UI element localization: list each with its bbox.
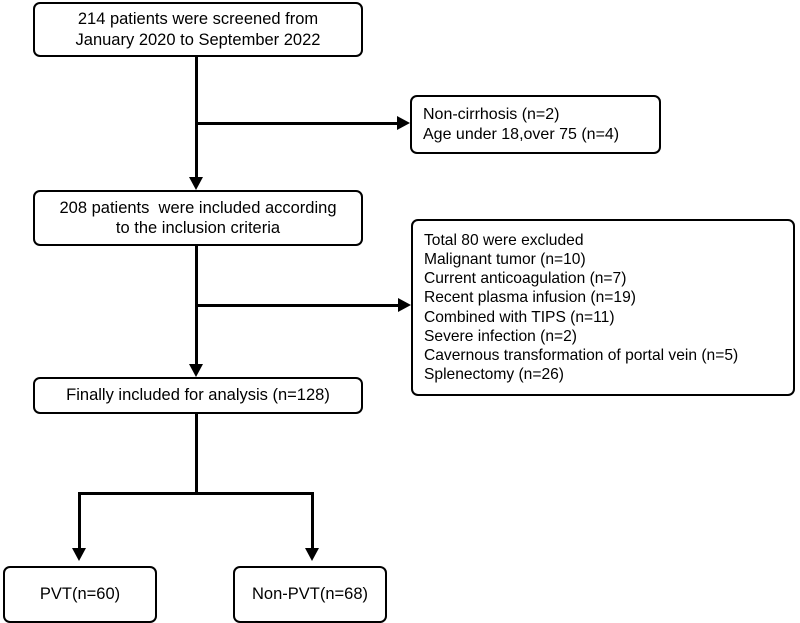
connector-included-to-final [195, 246, 198, 370]
node-excluded-line-1: Total 80 were excluded [424, 232, 584, 250]
node-included-line-1: 208 patients were included according [59, 198, 337, 217]
node-nonpvt-group: Non-PVT(n=68) [233, 566, 387, 623]
node-final-analysis-line-1: Finally included for analysis (n=128) [66, 386, 330, 405]
node-noncirrhosis-line-1: Non-cirrhosis (n=2) [423, 105, 560, 123]
connector-split-to-nonpvt [311, 492, 314, 552]
arrowhead-down-to-included [189, 177, 203, 190]
arrowhead-down-to-pvt [72, 548, 86, 561]
node-excluded-line-3: Current anticoagulation (n=7) [424, 270, 627, 288]
node-screened-line-2: January 2020 to September 2022 [75, 30, 321, 49]
connector-screened-to-noncirrhosis [195, 122, 398, 125]
node-included: 208 patients were included according to … [33, 190, 363, 246]
node-noncirrhosis-excluded: Non-cirrhosis (n=2) Age under 18,over 75… [410, 95, 661, 154]
connector-included-to-excluded [195, 304, 399, 307]
arrowhead-down-to-nonpvt [305, 548, 319, 561]
connector-split-to-pvt [78, 492, 81, 552]
node-final-analysis: Finally included for analysis (n=128) [33, 377, 363, 414]
node-excluded-line-8: Splenectomy (n=26) [424, 365, 564, 383]
connector-split-horizontal [78, 492, 314, 495]
node-excluded-line-5: Combined with TIPS (n=11) [424, 308, 615, 326]
node-pvt-group-line-1: PVT(n=60) [39, 585, 121, 604]
node-pvt-group: PVT(n=60) [3, 566, 157, 623]
node-nonpvt-group-line-1: Non-PVT(n=68) [251, 585, 368, 604]
arrowhead-right-to-noncirrhosis [397, 116, 410, 130]
connector-final-trunk [195, 414, 198, 495]
node-excluded-line-6: Severe infection (n=2) [424, 327, 577, 345]
node-screened-line-1: 214 patients were screened from [77, 10, 319, 29]
node-noncirrhosis-line-2: Age under 18,over 75 (n=4) [423, 125, 620, 143]
node-excluded-line-7: Cavernous transformation of portal vein … [424, 346, 739, 364]
node-excluded-line-2: Malignant tumor (n=10) [424, 251, 586, 269]
arrowhead-right-to-excluded [398, 298, 411, 312]
node-included-line-2: to the inclusion criteria [115, 219, 281, 237]
node-excluded: Total 80 were excluded Malignant tumor (… [411, 219, 795, 396]
node-screened: 214 patients were screened from January … [33, 2, 363, 57]
arrowhead-down-to-final [189, 364, 203, 377]
node-excluded-line-4: Recent plasma infusion (n=19) [424, 289, 636, 307]
connector-screened-to-included [195, 57, 198, 182]
